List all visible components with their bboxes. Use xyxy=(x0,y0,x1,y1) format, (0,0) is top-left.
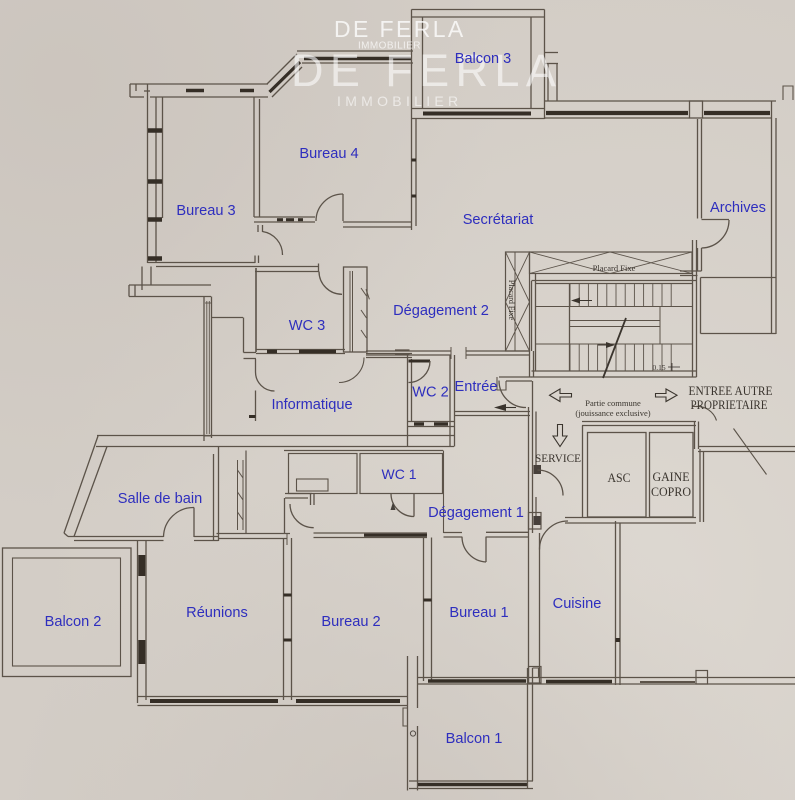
svg-text:Bureau 1: Bureau 1 xyxy=(449,605,508,621)
svg-text:ENTREE AUTRE: ENTREE AUTRE xyxy=(689,384,773,398)
svg-text:Entrée: Entrée xyxy=(455,379,498,395)
svg-text:DE FERLA: DE FERLA xyxy=(291,45,562,96)
svg-text:Dégagement 2: Dégagement 2 xyxy=(393,303,489,319)
svg-text:Dégagement 1: Dégagement 1 xyxy=(428,505,524,521)
svg-text:Placard Fixe: Placard Fixe xyxy=(507,280,516,321)
svg-text:Informatique: Informatique xyxy=(271,397,352,413)
svg-text:WC 3: WC 3 xyxy=(289,318,325,334)
svg-text:WC 2: WC 2 xyxy=(412,385,448,401)
svg-text:(jouissance exclusive): (jouissance exclusive) xyxy=(575,408,650,418)
svg-text:Archives: Archives xyxy=(710,200,766,216)
svg-text:Cuisine: Cuisine xyxy=(553,596,602,612)
svg-text:Bureau 2: Bureau 2 xyxy=(321,614,380,630)
svg-text:ASC: ASC xyxy=(608,470,631,485)
svg-text:Bureau 3: Bureau 3 xyxy=(176,203,235,219)
svg-text:DE FERLA: DE FERLA xyxy=(334,16,466,42)
svg-text:PROPRIETAIRE: PROPRIETAIRE xyxy=(691,398,768,412)
svg-text:Balcon 3: Balcon 3 xyxy=(455,51,511,67)
svg-text:0.15: 0.15 xyxy=(652,363,665,372)
svg-text:IMMOBILIER: IMMOBILIER xyxy=(337,93,462,109)
svg-text:Partie commune: Partie commune xyxy=(585,398,641,408)
svg-text:Secrétariat: Secrétariat xyxy=(463,212,534,228)
svg-text:Balcon 1: Balcon 1 xyxy=(446,731,503,747)
svg-text:WC 1: WC 1 xyxy=(382,466,417,482)
svg-text:SERVICE: SERVICE xyxy=(535,451,581,465)
svg-text:COPRO: COPRO xyxy=(651,485,691,499)
svg-text:IMMOBILIER: IMMOBILIER xyxy=(358,41,421,52)
svg-text:Balcon 2: Balcon 2 xyxy=(45,614,102,630)
svg-text:Salle de bain: Salle de bain xyxy=(118,491,202,507)
svg-text:Bureau 4: Bureau 4 xyxy=(299,146,358,162)
svg-text:Placard Fixe: Placard Fixe xyxy=(593,263,636,273)
svg-text:Réunions: Réunions xyxy=(186,605,248,621)
svg-text:GAINE: GAINE xyxy=(653,470,690,484)
